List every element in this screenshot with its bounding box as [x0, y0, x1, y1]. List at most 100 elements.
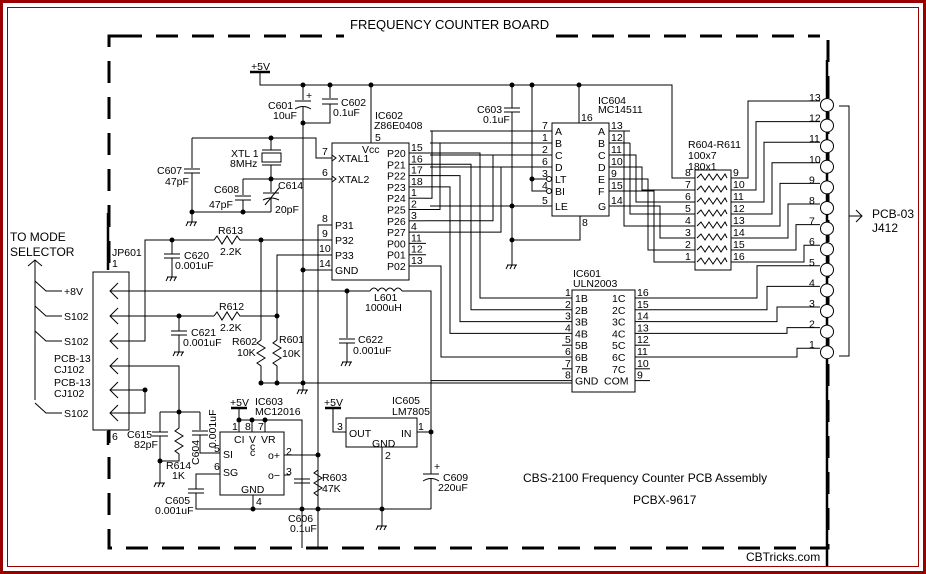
ic603-pin-num: 5: [214, 443, 220, 455]
rnet-pin-num: 13: [733, 215, 745, 227]
jp601-ref: JP601: [112, 247, 142, 259]
xtl1-value: 8MHz: [230, 158, 257, 170]
junction: [274, 380, 280, 386]
c607-ref: C607: [157, 165, 182, 177]
ic603-pin-vcc: c: [250, 441, 255, 453]
ic602-pin-name: GND: [335, 265, 359, 277]
wire: [425, 155, 494, 222]
ic602-pin-num: 10: [319, 243, 331, 255]
ic603-pin-si: SI: [223, 449, 233, 461]
ic603-ref: IC603: [255, 396, 283, 408]
ic602-pin-num: 18: [411, 176, 423, 188]
ic602-pin-name: P01: [387, 250, 406, 262]
arrow-up-icon: [27, 259, 43, 400]
ic602-body: [331, 142, 410, 281]
ic604-pin-num: 2: [542, 144, 548, 156]
ic602-pin-name: P27: [387, 227, 406, 239]
ic602-pin-num: 17: [411, 165, 423, 177]
part-number: PCBX-9617: [633, 493, 697, 507]
c615-value: 82pF: [134, 439, 158, 451]
ic602-pin-name: P24: [387, 193, 406, 205]
ic602-pin-name: P20: [387, 148, 406, 160]
board-outline: [107, 34, 830, 550]
ic601-pin-name: GND: [575, 376, 599, 388]
junction: [300, 380, 306, 386]
c601-polarity: +: [306, 90, 312, 102]
r603-body: [313, 455, 323, 509]
connector-pin-11: [820, 139, 834, 154]
ic601-pin-num: 13: [637, 322, 649, 334]
ic605-pin-in: IN: [401, 428, 412, 440]
ic604-gnd-pin: 8: [582, 217, 588, 229]
wire: [650, 347, 820, 358]
ic604-pin-name: B: [555, 138, 562, 150]
arrow-right-icon: [849, 209, 863, 223]
connector-pin-label: 1: [809, 339, 815, 351]
ic603-pin-num: 6: [214, 461, 220, 473]
ic601-pin-name: COM: [604, 376, 629, 388]
ic601-pin-num: 3: [565, 311, 571, 323]
l601-coil: [369, 287, 403, 292]
ic604-pin-name: A: [598, 126, 605, 138]
wire: [402, 290, 432, 432]
resistor-zigzag: [696, 185, 728, 193]
bus-routes: [409, 100, 820, 382]
connector-pin-label: 2: [809, 319, 815, 331]
ground-icon: [375, 525, 388, 531]
ic604-part: MC14511: [598, 104, 643, 116]
vcc-label: +5V: [251, 61, 270, 73]
ic602-pin-name: XTAL2: [338, 174, 369, 186]
ic602-pin-num: 14: [319, 258, 331, 270]
r612-ref: R612: [219, 301, 244, 313]
rnet-pin-num: 5: [685, 203, 691, 215]
ic601-pin-name: 3B: [575, 317, 588, 329]
c606-value: 0.1uF: [290, 523, 317, 535]
connector-pin-12: [820, 118, 834, 133]
credit-link[interactable]: CBTricks.com: [746, 550, 820, 564]
c601-ref: C601: [268, 100, 293, 112]
ic603-pin: 1: [232, 421, 238, 433]
ic604-pin-name: D: [555, 162, 563, 174]
c609-value: 220uF: [438, 482, 468, 494]
wire: [110, 365, 180, 412]
connector-bracket: [839, 105, 850, 357]
r603-value: 47K: [322, 483, 341, 495]
wire: [276, 254, 332, 316]
resistor-zigzag: [696, 233, 728, 241]
ic601-pin-num: 15: [637, 299, 649, 311]
ic602-pin-num: 16: [411, 153, 423, 165]
rnet-pin-num: 14: [733, 227, 745, 239]
rnet-pin-num: 16: [733, 251, 745, 263]
wire: [110, 239, 214, 342]
ic605-pin-num: 1: [418, 421, 424, 433]
ic601-pin-num: 11: [637, 346, 648, 358]
wire: [425, 143, 441, 210]
r601-ref: R601: [279, 334, 304, 346]
wire-gnd-bottom: [195, 493, 431, 510]
r614-ref: R614: [166, 460, 191, 472]
ground-icon: [296, 389, 309, 395]
ic604-pin-num: 6: [542, 156, 548, 168]
ic602-pin-num: 9: [322, 228, 328, 240]
connector-pin-label: 7: [809, 216, 815, 228]
connector-pin-label: 6: [809, 236, 815, 248]
junction: [240, 209, 246, 215]
ic601-body: [571, 289, 636, 393]
r613-ref: R613: [218, 225, 243, 237]
rnet-pin-num: 2: [685, 239, 691, 251]
frame-inner: [7, 7, 919, 567]
ic601-pin-num: 9: [637, 370, 643, 382]
ic604-pin-name: C: [555, 150, 563, 162]
wire: [199, 435, 220, 454]
ic601-pin-name: 2C: [612, 305, 626, 317]
c603-value: 0.1uF: [483, 114, 510, 126]
ic601-pin-num: 12: [637, 334, 649, 346]
connector-pin-8: [820, 201, 834, 215]
connector-pin-label: 11: [809, 133, 820, 145]
ic604-pin-num: 13: [611, 120, 623, 132]
r614-value: 1K: [172, 470, 185, 482]
